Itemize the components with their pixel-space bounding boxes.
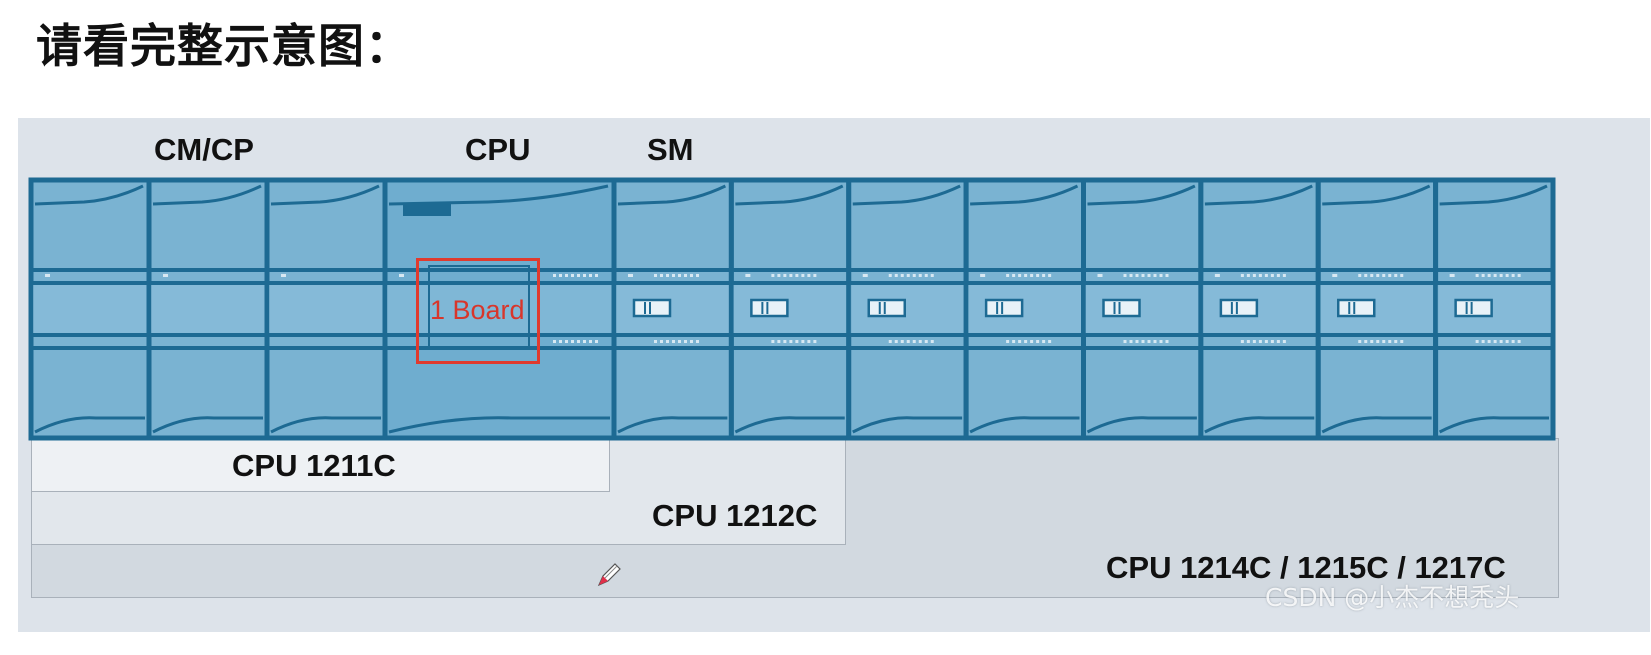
cm-cp-module xyxy=(28,177,152,441)
label-cpu: CPU xyxy=(465,132,531,167)
signal-board-label: 1 Board xyxy=(430,295,525,325)
cpu-io-dot xyxy=(589,340,592,343)
cpu-board-slot xyxy=(428,265,530,349)
cpu-io-dot xyxy=(577,274,580,277)
cpu-io-dot xyxy=(571,274,574,277)
cpu-io-dot xyxy=(583,340,586,343)
cpu-io-dot xyxy=(589,274,592,277)
cpu-io-dot xyxy=(583,274,586,277)
label-cm-cp: CM/CP xyxy=(154,132,254,167)
watermark: CSDN @小杰不想秃头 xyxy=(1265,583,1520,612)
cpu-io-dot xyxy=(553,340,556,343)
pen-cursor-icon xyxy=(597,563,621,587)
page-title: 请看完整示意图： xyxy=(36,19,412,73)
cpu-module xyxy=(382,177,617,441)
range-label-cpu-1212c: CPU 1212C xyxy=(652,498,818,533)
cpu-io-dot xyxy=(571,340,574,343)
label-sm: SM xyxy=(647,132,694,167)
sm-module xyxy=(846,177,969,441)
cpu-io-dot xyxy=(577,340,580,343)
sm-module xyxy=(1198,177,1321,441)
cpu-status-bar xyxy=(403,204,451,216)
range-label-cpu-1211c: CPU 1211C xyxy=(232,448,396,483)
sm-module xyxy=(1315,177,1439,441)
sm-module xyxy=(1081,177,1204,441)
cpu-io-dot xyxy=(559,274,562,277)
sm-module xyxy=(1433,177,1556,441)
signal-board-frame[interactable] xyxy=(416,258,540,364)
cpu-io-dot xyxy=(553,274,556,277)
cpu-io-dot xyxy=(559,340,562,343)
sm-module xyxy=(728,177,852,441)
cm-cp-module xyxy=(146,177,270,441)
cpu-io-dot xyxy=(565,274,568,277)
range-bar-cpu-1211c xyxy=(31,438,610,492)
cpu-io-dot xyxy=(565,340,568,343)
cpu-io-dot xyxy=(595,274,598,277)
range-label-cpu-1214c: CPU 1214C / 1215C / 1217C xyxy=(1106,550,1506,585)
sm-module xyxy=(611,177,734,441)
cm-cp-module xyxy=(264,177,388,441)
cpu-io-dot xyxy=(595,340,598,343)
sm-module xyxy=(963,177,1086,441)
